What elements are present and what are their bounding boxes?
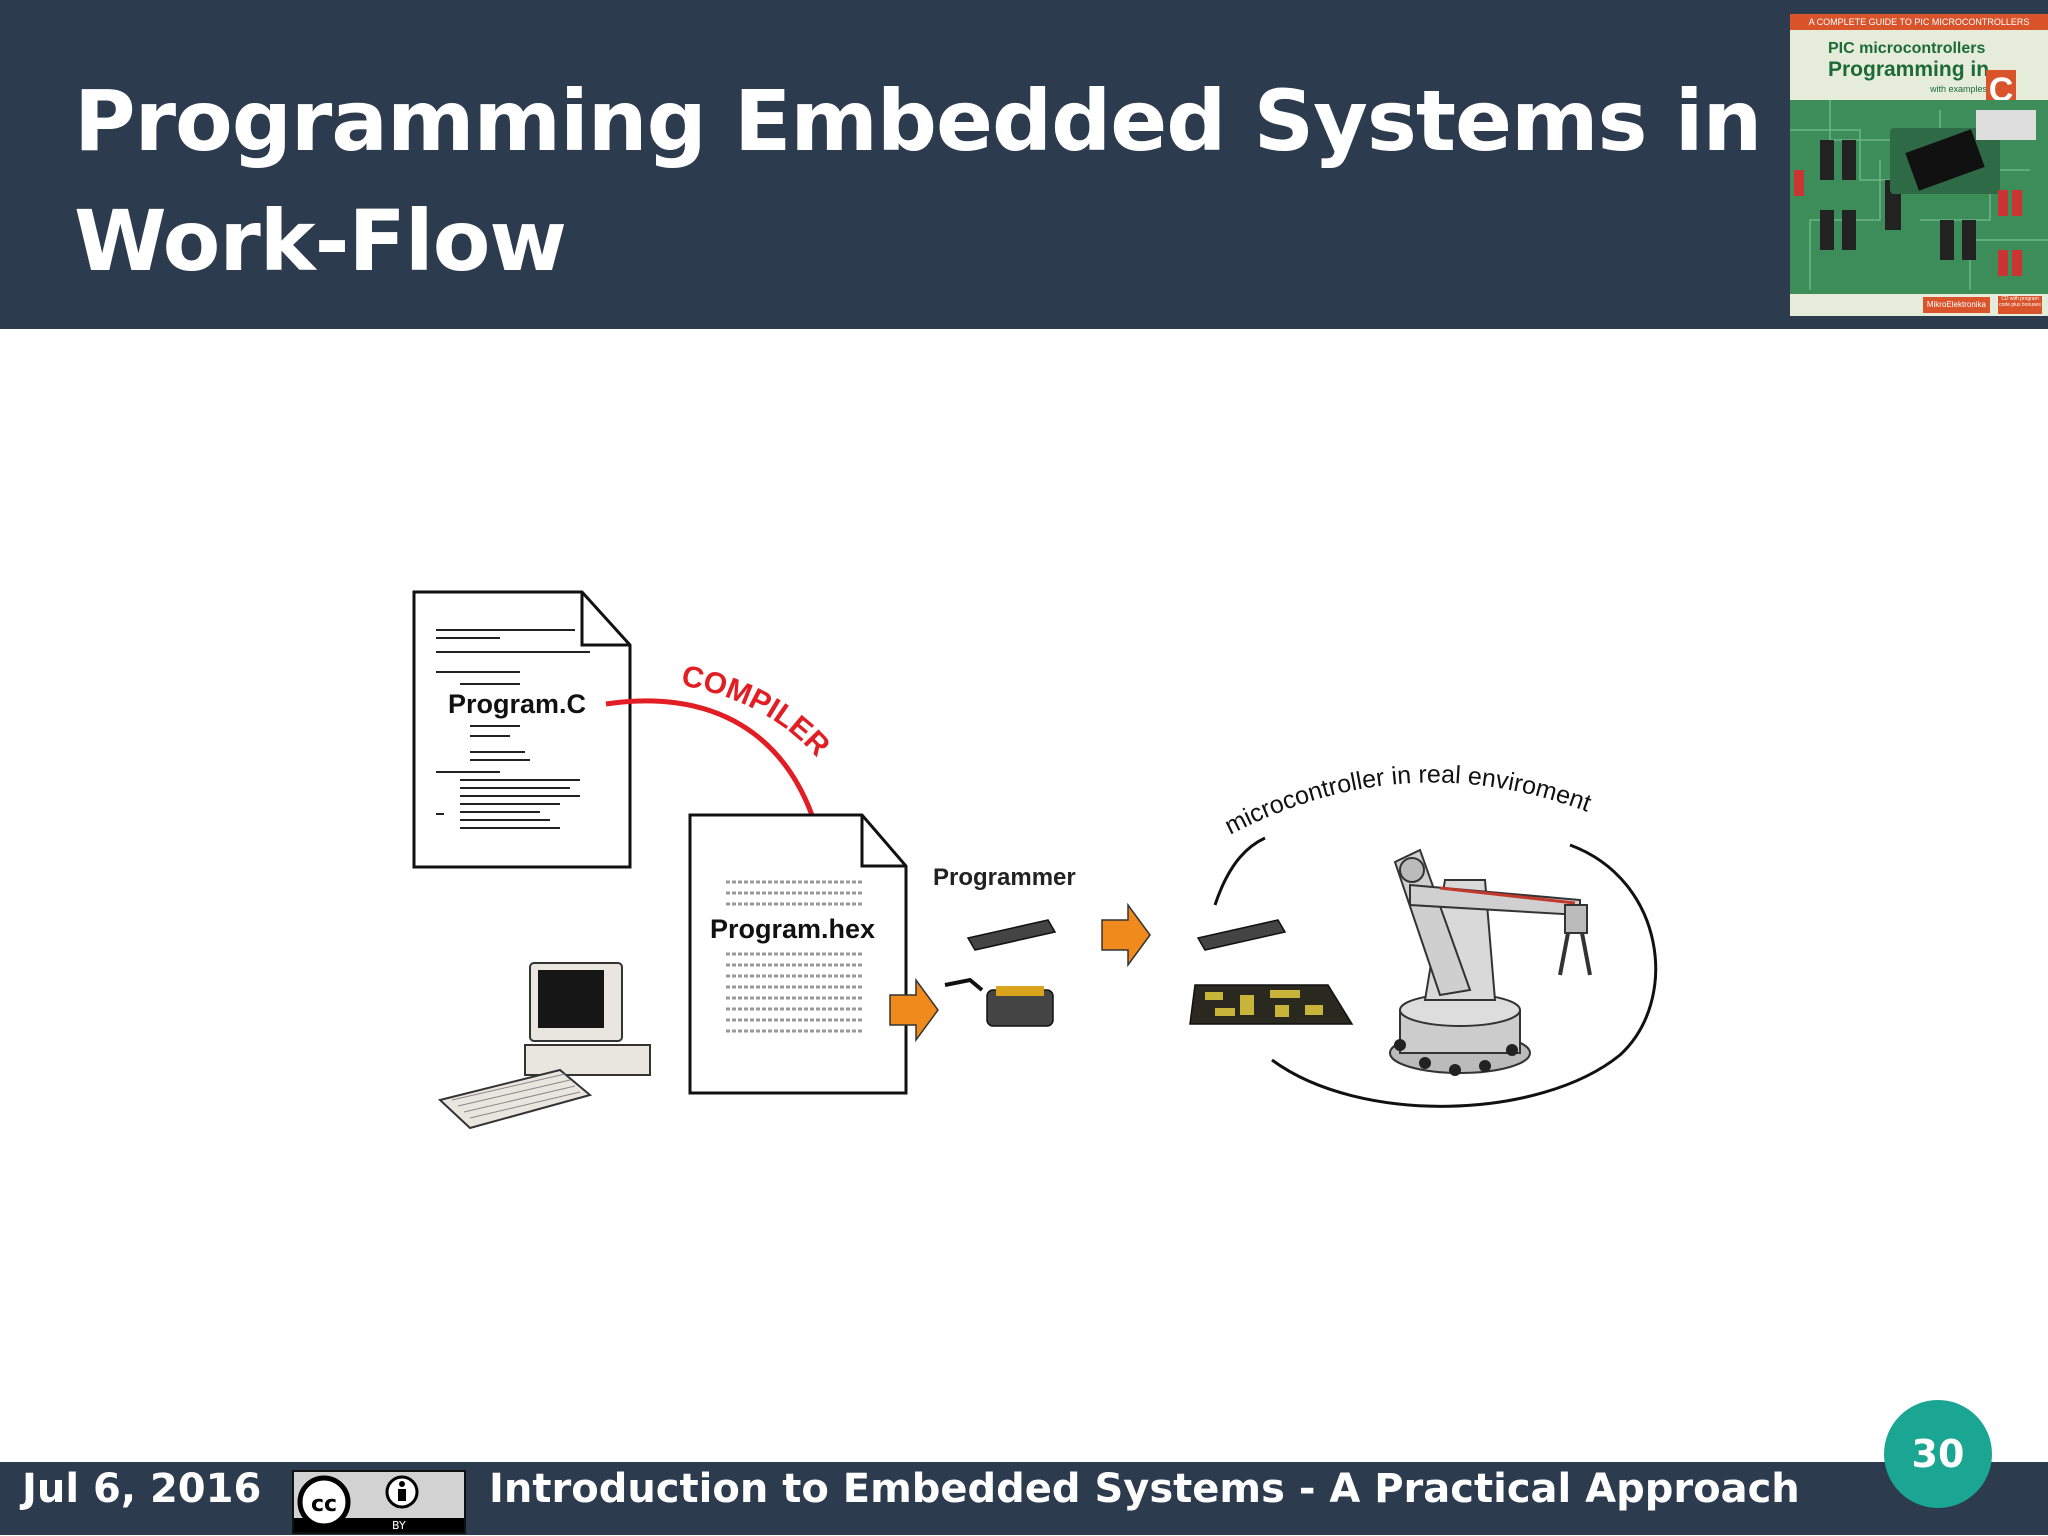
publisher-logo: MikroElektronika bbox=[1922, 297, 1990, 313]
footer-course-title: Introduction to Embedded Systems - A Pra… bbox=[489, 1466, 1800, 1512]
cd-tag: CD with program code plus bonuses bbox=[1998, 296, 2042, 314]
cc-label: cc bbox=[311, 1492, 337, 1517]
by-label: BY bbox=[392, 1519, 406, 1532]
cc-icon bbox=[297, 1475, 351, 1529]
robot-arm-illustration bbox=[1389, 848, 1592, 1076]
slide-header: Programming Embedded Systems in C Work-F… bbox=[0, 0, 2048, 329]
hex-file-document bbox=[688, 813, 908, 1095]
source-file-document bbox=[412, 590, 632, 869]
programmer-device-illustration bbox=[944, 919, 1057, 1027]
book-title-line-1: PIC microcontrollers bbox=[1828, 40, 1986, 57]
desktop-computer-illustration bbox=[437, 962, 651, 1130]
book-title-line-2: Programming in bbox=[1828, 58, 1990, 81]
slide-title-line-2: Work-Flow bbox=[74, 192, 567, 290]
compiler-label: COMPILER bbox=[679, 659, 837, 762]
footer-date: Jul 6, 2016 bbox=[22, 1466, 262, 1512]
source-file-label: Program.C bbox=[448, 689, 586, 719]
slide-title-line-1: Programming Embedded Systems in C bbox=[74, 72, 1851, 170]
book-footer-band: MikroElektronika CD with program code pl… bbox=[1790, 294, 2048, 316]
arrow-to-environment bbox=[1101, 902, 1151, 968]
microcontroller-chip bbox=[1196, 919, 1287, 951]
cc-by-license-badge: cc BY bbox=[292, 1470, 466, 1534]
page-number-badge: 30 bbox=[1884, 1400, 1992, 1508]
arrow-to-programmer bbox=[889, 977, 939, 1043]
programmer-label: Programmer bbox=[933, 864, 1076, 891]
real-environment-group: microcontroller in real enviroment bbox=[1189, 760, 1658, 1108]
circuit-board-illustration bbox=[1790, 100, 2048, 294]
book-title-line-3: with examples bbox=[1930, 84, 1988, 94]
environment-label: microcontroller in real enviroment bbox=[1220, 760, 1595, 840]
book-cover-image: A COMPLETE GUIDE TO PIC MICROCONTROLLERS… bbox=[1790, 14, 2048, 316]
hex-file-label: Program.hex bbox=[710, 914, 875, 944]
book-top-banner: A COMPLETE GUIDE TO PIC MICROCONTROLLERS bbox=[1790, 14, 2048, 30]
